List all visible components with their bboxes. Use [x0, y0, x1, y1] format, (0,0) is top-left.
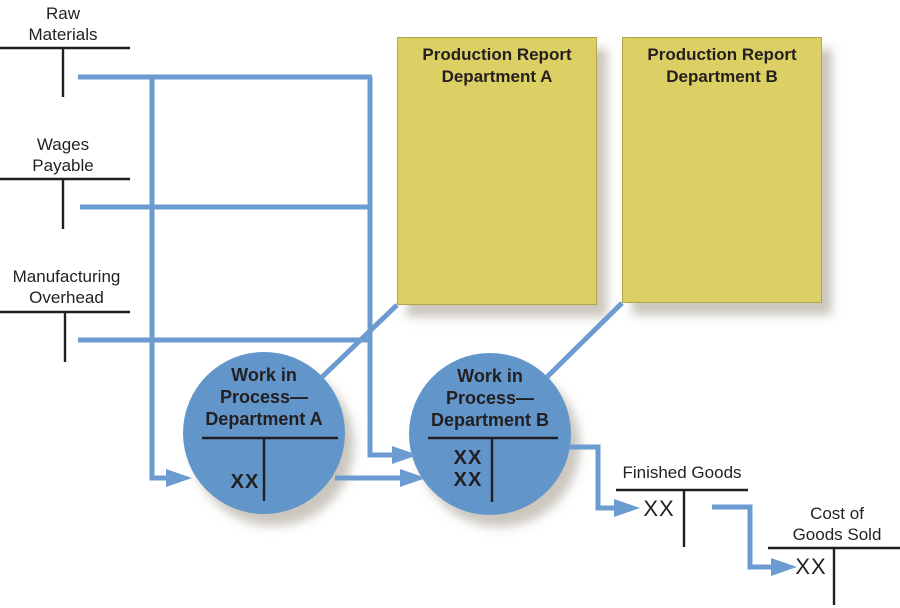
manufacturing-overhead-label-line2: Overhead: [29, 288, 104, 307]
wip-a-title-line3: Department A: [205, 409, 323, 429]
arrow-into-wip-b: [392, 446, 418, 464]
finished-goods-label: Finished Goods: [622, 463, 742, 482]
finished-goods-debit-value: XX: [643, 496, 675, 521]
cogs-label-line2: Goods Sold: [792, 525, 882, 544]
production-report-dept-b-card: Production Report Department B: [622, 37, 822, 303]
wip-a-debit-value: XX: [230, 471, 260, 493]
manufacturing-overhead-label-line1: Manufacturing: [12, 267, 121, 286]
cogs-label: Cost of Goods Sold: [777, 503, 897, 545]
report-b-title-line1: Production Report: [647, 45, 797, 64]
wip-b-debit-value-1: XX: [453, 447, 483, 469]
wip-dept-a-circle: Work in Process— Department A XX: [183, 352, 345, 514]
wip-b-debit-value-2: XX: [453, 469, 483, 491]
wip-a-title: Work in Process— Department A: [183, 352, 345, 430]
production-report-dept-b-title: Production Report Department B: [623, 38, 821, 88]
wip-b-title: Work in Process— Department B: [409, 353, 571, 431]
manufacturing-overhead-label: Manufacturing Overhead: [0, 266, 133, 308]
flow-into-wip-a-line: [149, 77, 170, 481]
wip-b-title-line3: Department B: [430, 410, 550, 430]
report-b-title-line2: Department B: [666, 67, 778, 86]
wip-b-to-report-b-line: [545, 301, 624, 379]
wip-b-t-lines: [428, 436, 558, 502]
finished-goods-to-cogs-line: [712, 504, 773, 570]
wages-payable-label-line2: Payable: [32, 156, 94, 175]
wages-payable-t-lines: [0, 177, 130, 229]
wip-b-title-line2: Process—: [445, 388, 535, 408]
wip-dept-b-circle: Work in Process— Department B XX XX: [409, 353, 571, 515]
raw-materials-label-line2: Materials: [28, 25, 98, 44]
wip-b-to-finished-goods-line: [570, 444, 616, 511]
cost-flow-lines: [78, 74, 797, 576]
raw-materials-label: Raw Materials: [13, 3, 113, 45]
cogs-debit-value: XX: [795, 554, 827, 579]
arrow-into-finished-goods: [614, 499, 640, 517]
raw-materials-label-line1: Raw: [45, 4, 80, 23]
production-report-dept-a-card: Production Report Department A: [397, 37, 597, 305]
report-a-title-line1: Production Report: [422, 45, 572, 64]
raw-materials-t-lines: [0, 46, 130, 97]
arrow-into-cogs: [771, 558, 797, 576]
report-a-title-line2: Department A: [441, 67, 553, 86]
wip-a-title-line1: Work in: [231, 365, 297, 385]
wages-payable-label: Wages Payable: [13, 134, 113, 176]
wip-a-to-report-a-line: [320, 303, 399, 379]
wip-a-t-lines: [202, 436, 338, 501]
wages-payable-label-line1: Wages: [36, 135, 90, 154]
arrow-wip-a-to-wip-b: [400, 469, 426, 487]
manufacturing-overhead-t-lines: [0, 310, 130, 362]
flow-into-wip-b-line: [367, 77, 394, 458]
wip-a-title-line2: Process—: [219, 387, 309, 407]
finished-goods-t-lines: [616, 488, 748, 547]
cogs-t-lines: [768, 546, 900, 605]
cogs-label-line1: Cost of: [810, 504, 864, 523]
production-report-dept-a-title: Production Report Department A: [398, 38, 596, 88]
wip-b-title-line1: Work in: [457, 366, 523, 386]
t-account-lines: [0, 46, 900, 605]
arrow-into-wip-a: [166, 469, 192, 487]
